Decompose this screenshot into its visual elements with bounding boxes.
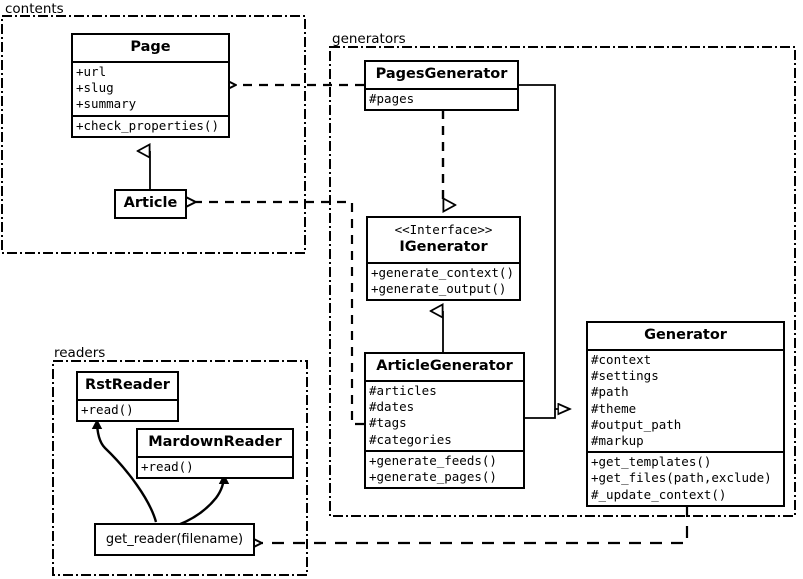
class-member: +slug (76, 80, 114, 96)
class-member: +check_properties() (76, 117, 219, 133)
class-operations-page: +check_properties() (73, 114, 228, 136)
relation-articlegenerator-depends-article (196, 202, 364, 426)
class-operations-generator: +get_templates() +get_files(path,exclude… (588, 451, 783, 505)
class-stereotype-igenerator: <<Interface>> (394, 222, 493, 237)
class-member: +generate_output() (371, 281, 507, 297)
class-attributes-page: +url +slug +summary (73, 61, 228, 115)
class-box-page[interactable]: Page +url +slug +summary +check_properti… (71, 33, 230, 138)
class-member: +read() (141, 459, 194, 474)
class-member: +get_files(path,exclude) (591, 470, 772, 486)
class-box-articlegenerator[interactable]: ArticleGenerator #articles #dates #tags … (364, 352, 525, 490)
class-header-igenerator: <<Interface>> IGenerator (368, 218, 519, 262)
class-box-igenerator[interactable]: <<Interface>> IGenerator +generate_conte… (366, 216, 521, 302)
class-member: #dates (369, 399, 415, 415)
class-member: #context (591, 352, 652, 367)
package-label-generators: generators (332, 31, 406, 47)
class-member: +url (76, 64, 107, 79)
class-member: #articles (369, 383, 437, 398)
class-member: +generate_context() (371, 265, 514, 280)
class-title-get-reader: get_reader(filename) (105, 532, 244, 547)
class-member: #tags (369, 415, 407, 431)
class-member: #output_path (591, 416, 682, 432)
class-box-article[interactable]: Article (114, 189, 187, 219)
class-member: #settings (591, 368, 659, 384)
class-member: +generate_feeds() (369, 452, 497, 468)
class-member: #categories (369, 431, 452, 447)
class-operations-igenerator: +generate_context() +generate_output() (368, 262, 519, 299)
relation-getreader-to-mardownreader (177, 474, 230, 527)
class-title-pagesgenerator: PagesGenerator (375, 66, 508, 82)
class-attributes-pagesgenerator: #pages (366, 88, 517, 109)
class-member: #path (591, 384, 629, 400)
class-box-get-reader[interactable]: get_reader(filename) (94, 523, 255, 556)
class-member: #markup (591, 433, 644, 449)
class-member: #theme (591, 400, 637, 416)
class-box-rstreader[interactable]: RstReader +read() (76, 371, 179, 423)
class-attributes-generator: #context #settings #path #theme #output_… (588, 349, 783, 451)
class-member: +generate_pages() (369, 469, 497, 485)
class-box-mardownreader[interactable]: MardownReader +read() (136, 428, 294, 480)
class-member: +get_templates() (591, 454, 712, 470)
class-box-generator[interactable]: Generator #context #settings #path #them… (586, 321, 785, 507)
package-label-readers: readers (54, 345, 106, 361)
relation-pagesgenerator-generalizes-generator (519, 84, 570, 409)
class-member: #_update_context() (591, 486, 727, 502)
class-title-mardownreader: MardownReader (148, 434, 282, 450)
class-member: #pages (369, 91, 415, 106)
class-attributes-articlegenerator: #articles #dates #tags #categories (366, 380, 523, 450)
class-title-articlegenerator: ArticleGenerator (376, 358, 513, 374)
class-title-rstreader: RstReader (85, 377, 170, 393)
class-title-igenerator: IGenerator (399, 239, 488, 255)
relation-generator-depends-getreader (262, 505, 689, 543)
class-title-page: Page (130, 39, 171, 55)
class-member: +summary (76, 96, 137, 112)
relation-articlegenerator-generalizes-generator (525, 409, 556, 419)
class-member: +read() (81, 402, 134, 417)
class-operations-rstreader: +read() (78, 399, 177, 420)
package-label-contents: contents (5, 1, 64, 17)
class-title-generator: Generator (644, 327, 727, 343)
class-title-article: Article (123, 195, 178, 211)
class-operations-mardownreader: +read() (138, 456, 292, 477)
class-box-pagesgenerator[interactable]: PagesGenerator #pages (364, 60, 519, 112)
class-operations-articlegenerator: +generate_feeds() +generate_pages() (366, 449, 523, 487)
